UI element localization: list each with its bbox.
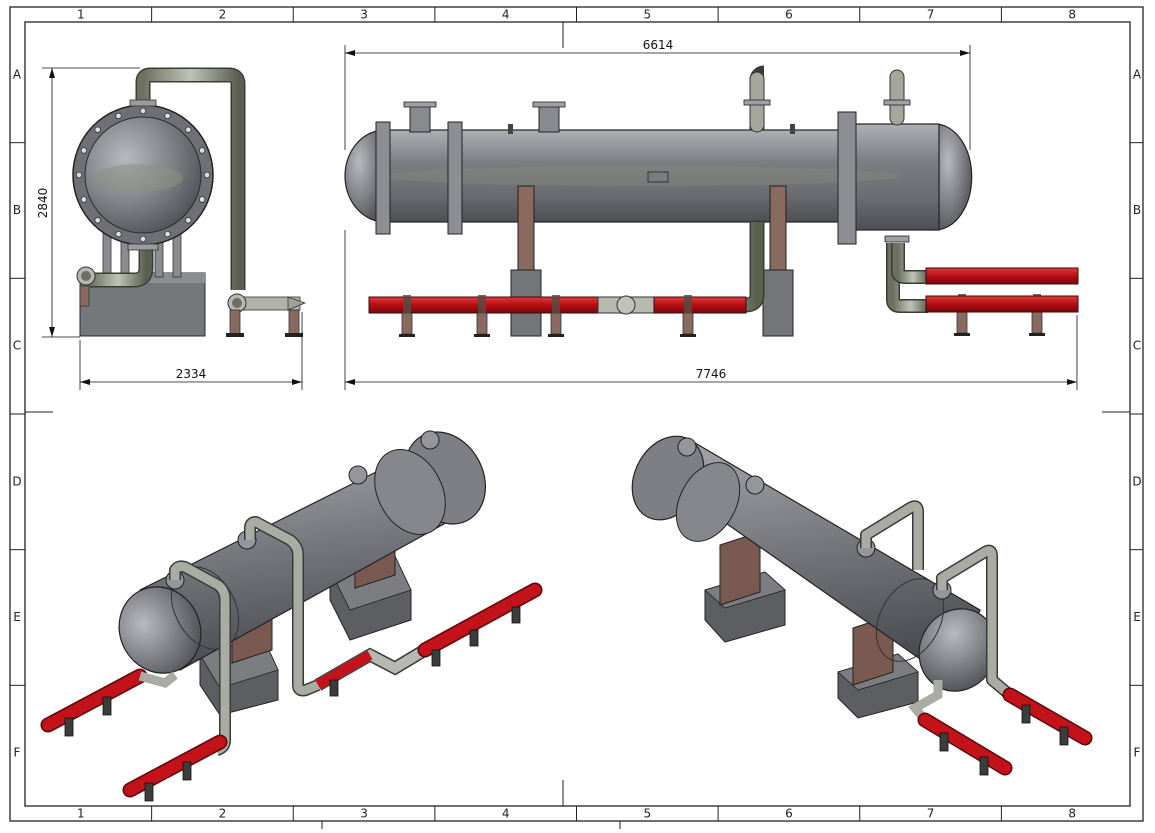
column-label-bottom: 7 [927,807,935,821]
pipe-support [1031,311,1043,334]
pipe-support [956,311,968,334]
column-label-top: 4 [502,8,510,22]
height-dimension-label: 2840 [36,188,50,219]
row-label-right: E [1133,610,1141,624]
column-label-bottom: 3 [360,807,368,821]
flange-bolt [115,112,122,120]
shell-length-dimension-label: 6614 [643,38,674,52]
flange-bolt [203,171,211,179]
flange-bolt [198,196,206,203]
row-label-right: C [1133,339,1141,353]
flange-bolt [185,126,192,133]
row-label-left: F [14,746,21,760]
flange-bolt [94,217,101,224]
column-label-top: 6 [785,8,793,22]
column-label-bottom: 6 [785,807,793,821]
column-label-top: 5 [643,8,651,22]
front-view: 6614 [344,38,1079,390]
row-label-left: D [12,474,21,488]
pipe-support [550,312,562,335]
column-label-top: 8 [1068,8,1076,22]
column-label-bottom: 5 [643,807,651,821]
flange-bolt [164,230,171,238]
pipe-support [401,312,413,335]
flange-bolt [185,217,192,224]
insulated-pipe-right-upper [925,267,1079,285]
flange-bolt [139,235,147,243]
row-label-right: A [1133,67,1142,81]
isometric-view-right [631,435,1093,776]
flange-bolt [75,171,83,179]
pipe-support [476,312,488,335]
flange-bolt [94,126,101,133]
column-label-top: 1 [77,8,85,22]
flange-bolt [80,196,88,203]
isometric-view-left [40,430,543,802]
pipe-support [682,312,694,335]
width-dimension-label: 2334 [176,367,207,381]
column-label-bottom: 4 [502,807,510,821]
column-label-bottom: 8 [1068,807,1076,821]
column-label-bottom: 2 [219,807,227,821]
bolt-ring [75,107,211,243]
row-label-right: D [1132,474,1141,488]
flange-bolt [80,147,88,154]
flange-bolt [198,147,206,154]
overall-length-dimension-label: 7746 [696,367,727,381]
column-label-top: 2 [219,8,227,22]
row-label-left: B [13,203,21,217]
flange-bolt [139,107,147,115]
insulated-pipe-right-lower [925,295,1079,313]
column-label-top: 7 [927,8,935,22]
flange-bolt [115,230,122,238]
frame-marks [10,7,1143,829]
flange-bolt [164,112,171,120]
side-view: 2840 [36,67,307,390]
row-label-right: F [1134,746,1141,760]
row-label-right: B [1133,203,1141,217]
row-label-left: C [13,339,21,353]
row-label-left: E [13,610,21,624]
column-label-top: 3 [360,8,368,22]
row-label-left: A [13,67,22,81]
column-label-bottom: 1 [77,807,85,821]
